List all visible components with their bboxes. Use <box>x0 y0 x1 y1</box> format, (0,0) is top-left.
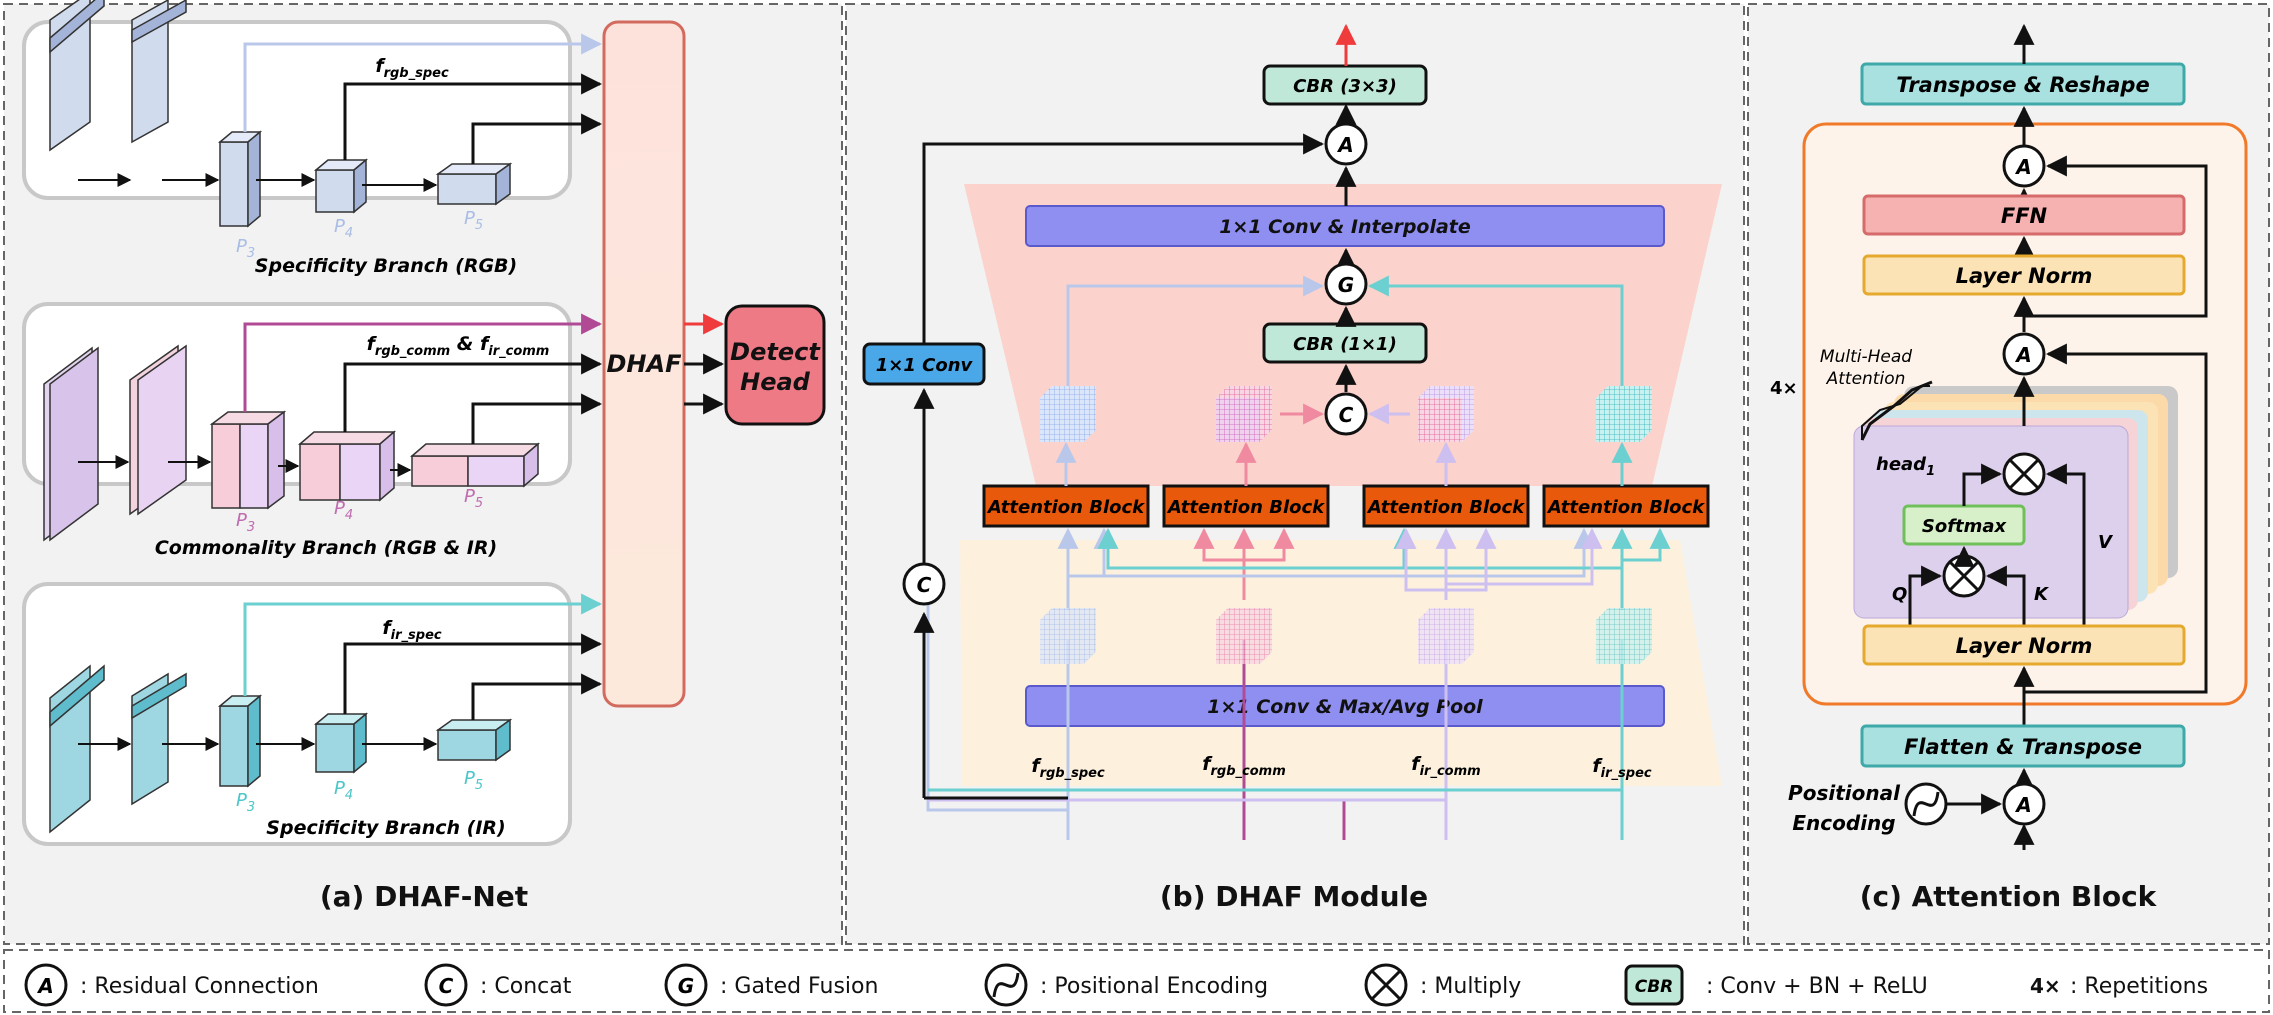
mha-label-1: Multi-Head <box>1820 347 1912 367</box>
cbr1-label: CBR (1×1) <box>1293 334 1397 355</box>
legend-mul-text: : Multiply <box>1420 974 1521 999</box>
legend-g-symbol: G <box>678 974 694 998</box>
layer-norm-bottom <box>1862 624 2186 666</box>
interp-bar-label: 1×1 Conv & Interpolate <box>1219 216 1471 238</box>
layer-norm-bottom-label: Layer Norm <box>1956 634 2093 658</box>
attn-block-3 <box>1362 484 1530 528</box>
rgb-backbone <box>49 0 513 228</box>
legend-g-icon <box>664 963 708 1007</box>
ffn-label: FFN <box>2001 204 2048 228</box>
transpose-reshape-label: Transpose & Reshape <box>1896 73 2149 97</box>
residual-c-top-label: A <box>2014 155 2031 179</box>
detect-head <box>724 304 826 426</box>
attn-block-1-label: Attention Block <box>986 497 1145 518</box>
head-label: head1 <box>1876 454 1935 479</box>
residual-c-mid <box>2002 332 2046 376</box>
panel-c: Transpose & Reshape A FFN Layer Norm A h… <box>1770 23 2248 913</box>
ir-branch-title: Specificity Branch (IR) <box>266 817 505 839</box>
softmax-label: Softmax <box>1922 516 2008 537</box>
v-label: V <box>2098 532 2114 553</box>
concat-left-label: C <box>917 573 932 597</box>
lower-cubes <box>1040 608 1652 664</box>
pool-bar-label: 1×1 Conv & Max/Avg Pool <box>1207 696 1483 718</box>
repeat-label: 4× <box>1770 378 1798 399</box>
legend-c-symbol: C <box>439 974 454 998</box>
q-label: Q <box>1892 584 1907 605</box>
legend-rep-text: : Repetitions <box>2070 974 2208 999</box>
legend-g-text: : Gated Fusion <box>720 974 878 999</box>
attn-block-3-label: Attention Block <box>1366 497 1525 518</box>
pos-label-1: Positional <box>1788 781 1901 805</box>
ffn-box <box>1862 194 2186 236</box>
upper-cubes <box>1040 386 1652 442</box>
gated-fusion-label: G <box>1338 273 1354 297</box>
layer-norm-top <box>1862 254 2186 296</box>
residual-c-bottom-label: A <box>2014 793 2031 817</box>
layer-norm-top-label: Layer Norm <box>1956 264 2093 288</box>
flatten-box <box>1860 724 2186 768</box>
attention-blocks: Attention Block Attention Block Attentio… <box>982 484 1710 528</box>
legend-pos-text: : Positional Encoding <box>1040 974 1268 999</box>
attn-block-4-label: Attention Block <box>1546 497 1705 518</box>
pos-label-2: Encoding <box>1792 811 1895 835</box>
legend-a-text: : Residual Connection <box>80 974 319 999</box>
common-backbone <box>43 344 541 542</box>
k-label: K <box>2034 584 2050 605</box>
rgb-branch-title: Specificity Branch (RGB) <box>255 255 517 277</box>
legend-frame <box>3 949 2270 1013</box>
panel-a-caption: (a) DHAF-Net <box>320 880 528 913</box>
legend-a-icon <box>24 963 68 1007</box>
flatten-label: Flatten & Transpose <box>1904 735 2142 759</box>
legend-c-text: : Concat <box>480 974 572 999</box>
gated-fusion <box>1324 262 1368 306</box>
cbr3-label: CBR (3×3) <box>1293 76 1397 97</box>
common-branch-title: Commonality Branch (RGB & IR) <box>155 537 497 559</box>
attn-block-2-label: Attention Block <box>1166 497 1325 518</box>
dhaf-label: DHAF <box>607 350 683 378</box>
panel-b: 1×1 Conv & Max/Avg Pool 1×1 Conv & Inter… <box>862 23 1722 913</box>
mha-label-2: Attention <box>1826 369 1906 389</box>
legend-cbr-icon <box>1624 964 1684 1006</box>
concat-mid-label: C <box>1339 403 1354 427</box>
residual-top-label: A <box>1336 133 1353 157</box>
panel-a: DHAF Detect Head frgb_spec frgb_comm & f… <box>22 0 826 913</box>
legend-cbr-symbol: CBR <box>1635 977 1674 997</box>
legend-a-symbol: A <box>36 974 53 998</box>
panel-b-caption: (b) DHAF Module <box>1160 880 1428 913</box>
legend-rep-symbol: 4× <box>2030 974 2061 998</box>
residual-c-mid-label: A <box>2014 343 2031 367</box>
detect-head-label-1: Detect <box>730 338 821 366</box>
detect-head-label-2: Head <box>740 368 811 396</box>
concat-mid <box>1324 392 1368 436</box>
ir-branch-box <box>22 582 572 846</box>
legend-c-icon <box>424 963 468 1007</box>
pool-bar <box>1025 685 1665 727</box>
conv1-label: 1×1 Conv <box>876 355 974 376</box>
legend-cbr-text: : Conv + BN + ReLU <box>1706 974 1928 999</box>
attn-block-4 <box>1542 484 1710 528</box>
legend: A : Residual Connection C : Concat G : G… <box>24 963 2208 1007</box>
ir-backbone <box>49 664 513 834</box>
panel-c-caption: (c) Attention Block <box>1860 880 2158 913</box>
